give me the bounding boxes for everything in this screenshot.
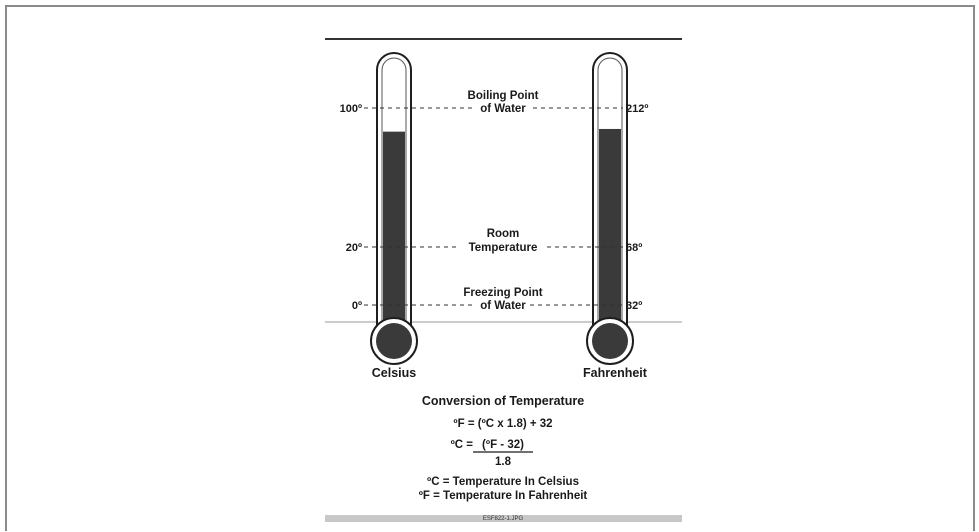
fahrenheit-tick-212: 212º xyxy=(626,103,648,115)
celsius-tick-20: 20º xyxy=(346,242,362,254)
room-caption-line1: Room xyxy=(487,228,520,240)
legend-celsius: ºC = Temperature In Celsius xyxy=(427,476,579,488)
freezing-point-marker: 0º 32º Freezing Point of Water xyxy=(352,287,642,312)
fahrenheit-tick-32: 32º xyxy=(626,300,642,312)
conversion-title: Conversion of Temperature xyxy=(422,394,584,408)
fahrenheit-mercury-column xyxy=(599,128,621,338)
boiling-caption-line2: of Water xyxy=(480,103,526,115)
room-temperature-marker: 20º 68º Room Temperature xyxy=(346,228,643,254)
formula-celsius-denominator: 1.8 xyxy=(495,456,512,468)
top-rule xyxy=(325,38,682,40)
conversion-section: Conversion of Temperature ºF = (ºC x 1.8… xyxy=(419,394,588,502)
celsius-tick-0: 0º xyxy=(352,300,362,312)
diagram-canvas: Celsius Fahrenheit 100º 212º Boiling Poi… xyxy=(325,38,682,522)
celsius-label: Celsius xyxy=(372,366,417,380)
freezing-caption-line1: Freezing Point xyxy=(463,287,542,299)
formula-fahrenheit: ºF = (ºC x 1.8) + 32 xyxy=(453,418,552,430)
celsius-bulb xyxy=(376,323,412,359)
temperature-diagram: Celsius Fahrenheit 100º 212º Boiling Poi… xyxy=(325,38,682,522)
celsius-thermometer: Celsius xyxy=(370,52,418,380)
celsius-mercury-column xyxy=(383,131,405,338)
boiling-caption-line1: Boiling Point xyxy=(468,90,539,102)
legend-fahrenheit: ºF = Temperature In Fahrenheit xyxy=(419,490,588,502)
fahrenheit-label: Fahrenheit xyxy=(583,366,648,380)
page-frame: Celsius Fahrenheit 100º 212º Boiling Poi… xyxy=(5,5,975,531)
fahrenheit-thermometer: Fahrenheit xyxy=(583,52,648,380)
boiling-point-marker: 100º 212º Boiling Point of Water xyxy=(340,90,649,115)
formula-celsius-lhs: ºC = xyxy=(451,439,474,451)
fahrenheit-bulb xyxy=(592,323,628,359)
freezing-caption-line2: of Water xyxy=(480,300,526,312)
formula-celsius-numerator: (ºF - 32) xyxy=(482,439,524,451)
file-label: ESF822-1.JPG xyxy=(483,516,524,522)
room-caption-line2: Temperature xyxy=(469,242,538,254)
fahrenheit-tick-68: 68º xyxy=(626,242,642,254)
file-label-bar xyxy=(325,515,682,522)
celsius-tick-100: 100º xyxy=(340,103,362,115)
